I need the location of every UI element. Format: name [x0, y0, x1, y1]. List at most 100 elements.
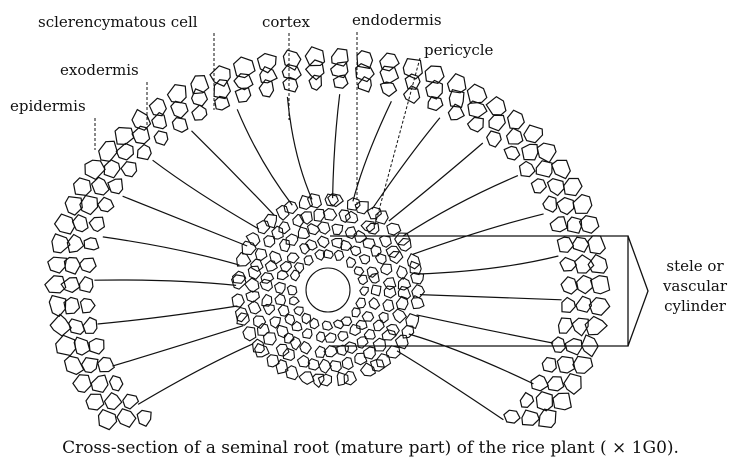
outer-cell [552, 160, 571, 178]
outer-cell [553, 393, 571, 410]
stele-cell [290, 297, 299, 305]
stele-cell [360, 287, 368, 296]
outer-cell [356, 64, 374, 82]
stele-cell [284, 333, 294, 343]
outer-cell [568, 217, 582, 233]
stele-cell [384, 278, 396, 290]
stele-cell [285, 314, 295, 325]
stele-cell [396, 335, 409, 349]
figure-caption: Cross-section of a seminal root (mature … [0, 438, 741, 458]
outer-cell [542, 358, 556, 373]
cortex-wall [413, 214, 544, 254]
stele-cell [355, 353, 367, 365]
cortex-wall [153, 160, 259, 229]
outer-cell [49, 296, 65, 317]
outer-cell [64, 297, 80, 313]
stele-cell [396, 296, 408, 309]
stele-cell [373, 338, 385, 351]
outer-cell [547, 377, 563, 391]
outer-cell [192, 105, 207, 120]
outer-cell [50, 314, 71, 336]
label-stele-line-2: vascular [653, 276, 737, 296]
outer-cell [154, 131, 168, 145]
outer-cell [489, 115, 505, 131]
outer-cell [104, 160, 120, 178]
outer-cell [110, 376, 123, 391]
stele-cell [270, 251, 282, 264]
stele-cell [246, 291, 259, 302]
outer-cell [80, 258, 97, 272]
stele-cell [350, 325, 361, 336]
cortex-wall [389, 143, 483, 221]
outer-cell [117, 409, 136, 427]
outer-cell [172, 118, 187, 133]
outer-cell [283, 77, 298, 92]
outer-cell [589, 298, 609, 316]
outer-cell [55, 214, 75, 234]
outer-cell [543, 196, 557, 212]
label-pericycle: pericycle [424, 42, 493, 59]
outer-cell [86, 394, 104, 410]
outer-cell [539, 409, 556, 427]
outer-cell [108, 179, 123, 194]
stele-cell [294, 263, 303, 274]
outer-cell [588, 236, 605, 254]
stele-cell [277, 325, 288, 338]
outer-cell [84, 238, 99, 250]
outer-cell [573, 237, 589, 252]
label-epidermis: epidermis [10, 98, 86, 115]
stele-cell [357, 320, 368, 329]
outer-cell [580, 216, 599, 234]
outer-cell [45, 276, 66, 293]
cortex-wall [419, 256, 559, 274]
stele-cell [288, 253, 300, 263]
outer-cell [564, 179, 582, 196]
stele-cell [380, 236, 392, 247]
outer-cell [557, 198, 574, 215]
stele-cell [318, 222, 330, 234]
outer-cell [557, 237, 573, 252]
outer-cell [487, 131, 502, 147]
outer-cell [381, 82, 397, 96]
stele-cell [245, 278, 259, 292]
outer-cell [560, 257, 576, 271]
stele-cell [304, 256, 313, 266]
outer-cell [380, 66, 398, 83]
outer-cell [98, 357, 115, 371]
outer-cell [116, 143, 133, 160]
outer-cell [565, 339, 582, 355]
outer-cell [522, 410, 539, 425]
outer-cell [520, 161, 536, 176]
stele-cell [275, 282, 286, 293]
stele-cell [352, 308, 360, 317]
outer-cell [507, 128, 523, 144]
stele-cell [308, 194, 322, 208]
outer-cell [235, 88, 250, 102]
outer-cell [92, 177, 110, 195]
stele-cell [275, 294, 286, 305]
stele-cell [314, 209, 325, 221]
stele-cell [332, 239, 342, 249]
outer-cell [551, 337, 565, 353]
outer-cell [82, 358, 98, 373]
stele-cell [334, 320, 344, 329]
outer-cell [573, 356, 593, 373]
stele-cell [243, 327, 256, 341]
outer-cell [73, 215, 89, 232]
label-exodermis: exodermis [60, 62, 139, 79]
outer-cell [168, 85, 187, 103]
outer-cell [98, 197, 114, 211]
outer-cell [64, 258, 80, 275]
outer-cell [149, 98, 166, 115]
stele-cell [371, 285, 381, 296]
outer-cell [99, 141, 118, 161]
stele-cell [308, 359, 319, 370]
stele-cell [278, 305, 289, 316]
stele-cell [363, 239, 375, 249]
central-pith [306, 268, 350, 312]
outer-cell [214, 80, 230, 99]
stele-cell [356, 298, 366, 308]
stele-cell [383, 300, 394, 312]
outer-cell [522, 144, 538, 160]
stele-cell [298, 355, 310, 367]
